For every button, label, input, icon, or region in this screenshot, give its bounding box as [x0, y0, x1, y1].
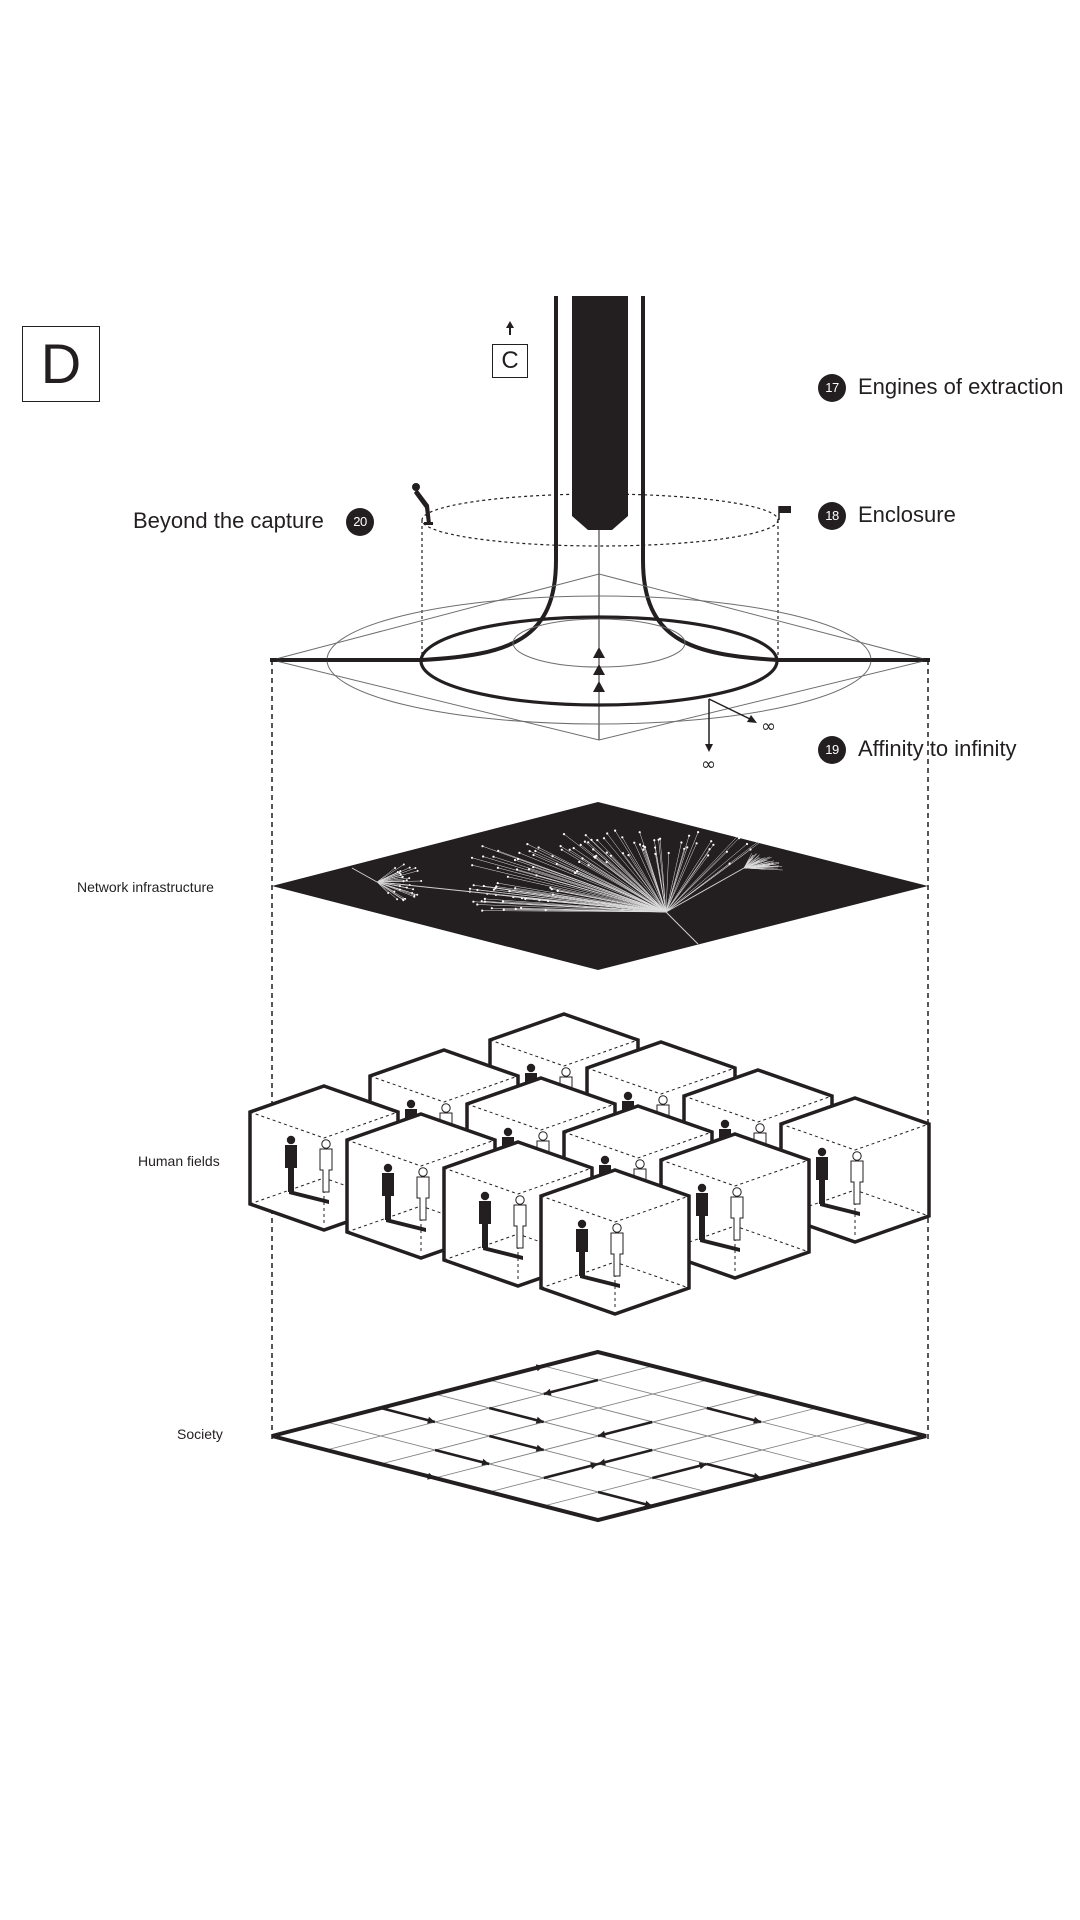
engines-of-extraction-column — [270, 296, 930, 740]
society-outline — [271, 1349, 927, 1523]
layer-label-human-fields: Human fields — [138, 1153, 220, 1169]
infinity-symbol-right: ∞ — [761, 716, 776, 737]
arrowhead-icon — [753, 1416, 761, 1424]
up-arrow-icon — [506, 321, 514, 328]
arrowhead-icon — [598, 1458, 606, 1466]
flow-arrow — [597, 1420, 653, 1438]
flow-arrow — [543, 1462, 599, 1480]
flow-arrow — [488, 1406, 545, 1424]
network-trunks — [351, 867, 745, 945]
cube-outline — [539, 1168, 691, 1316]
callout-badge-18: 18 — [818, 502, 846, 530]
cube-inner-edge — [489, 1039, 639, 1067]
standing-people-icon — [696, 1183, 744, 1252]
cube-inner-edge — [369, 1075, 519, 1103]
cube-inner-edge — [346, 1139, 496, 1167]
human-field-cube — [539, 1168, 691, 1316]
up-arrow-stem — [509, 327, 511, 335]
arrowhead-icon — [427, 1472, 435, 1480]
infinity-arrows — [705, 698, 757, 752]
arrowhead-icon — [698, 1462, 707, 1470]
cube-inner-edge — [466, 1103, 616, 1131]
flow-arrow — [488, 1434, 545, 1452]
layer-frame-dashed — [271, 660, 929, 1442]
arrowhead-icon — [481, 1458, 490, 1466]
human-field-cube — [659, 1132, 811, 1280]
cube-inner-edge — [249, 1111, 399, 1139]
flow-arrow — [380, 1406, 436, 1424]
bowing-person-icon — [412, 483, 433, 525]
flow-arrow — [706, 1462, 762, 1480]
callout-label-affinity-to-infinity: Affinity to infinity — [858, 736, 1017, 761]
callout-badge-19: 19 — [818, 736, 846, 764]
callout-label-enclosure: Enclosure — [858, 502, 956, 527]
standing-people-icon — [382, 1163, 430, 1232]
section-letter-box: D — [22, 326, 100, 402]
cube-outline — [779, 1096, 931, 1244]
arrowhead-icon — [644, 1500, 653, 1508]
cube-outline — [345, 1112, 497, 1260]
standing-people-icon — [816, 1147, 864, 1216]
callout-label-engines-of-extraction: Engines of extraction — [858, 374, 1064, 399]
arrowhead-icon — [535, 1444, 544, 1452]
arrowhead-icon — [427, 1416, 435, 1424]
cube-inner-edge — [683, 1095, 833, 1123]
callout-label-beyond-the-capture: Beyond the capture — [133, 508, 324, 533]
cube-outline — [442, 1140, 594, 1288]
human-fields-cubes — [248, 1012, 931, 1316]
standing-people-icon — [285, 1135, 333, 1204]
human-field-cube — [779, 1096, 931, 1244]
flag-icon — [778, 506, 791, 520]
cube-inner-edge — [443, 1167, 593, 1195]
flow-arrow — [543, 1378, 599, 1396]
upward-arrows-icon — [593, 647, 605, 692]
standing-people-icon — [576, 1219, 624, 1288]
cube-inner-edge — [540, 1195, 690, 1223]
arrowhead-icon — [535, 1416, 544, 1424]
cube-outline — [659, 1132, 811, 1280]
enclosure-cylinder — [421, 493, 779, 660]
standing-people-icon — [479, 1191, 527, 1260]
flow-arrow — [380, 1462, 436, 1480]
flow-arrow — [597, 1448, 653, 1466]
society-grid — [271, 1349, 927, 1523]
layer-label-society: Society — [177, 1426, 223, 1442]
reference-section-box[interactable]: C — [492, 344, 528, 378]
cube-inner-edge — [780, 1123, 930, 1151]
affinity-plane — [271, 573, 930, 752]
flow-arrow — [706, 1406, 762, 1424]
reference-section-letter: C — [501, 347, 519, 374]
callout-badge-20: 20 — [346, 508, 374, 536]
arrowhead-icon — [598, 1430, 606, 1438]
flow-arrow — [488, 1364, 545, 1382]
network-infrastructure-plane — [272, 802, 928, 970]
infinity-symbol-down: ∞ — [701, 754, 716, 775]
cube-inner-edge — [660, 1159, 810, 1187]
cube-inner-edge — [563, 1131, 713, 1159]
layer-label-network-infrastructure: Network infrastructure — [77, 879, 214, 895]
cube-inner-edge — [586, 1067, 736, 1095]
society-flow-arrows — [380, 1364, 762, 1508]
section-letter: D — [40, 332, 82, 395]
flow-arrow — [651, 1462, 708, 1480]
arrowhead-icon — [543, 1388, 552, 1396]
callout-badge-17: 17 — [818, 374, 846, 402]
arrowhead-icon — [535, 1364, 544, 1372]
network-nodes — [387, 829, 766, 912]
flow-arrow — [597, 1490, 653, 1508]
arrowhead-icon — [590, 1462, 598, 1470]
flow-arrow — [434, 1448, 490, 1466]
arrowhead-icon — [753, 1472, 761, 1480]
cube-outline — [248, 1084, 400, 1232]
